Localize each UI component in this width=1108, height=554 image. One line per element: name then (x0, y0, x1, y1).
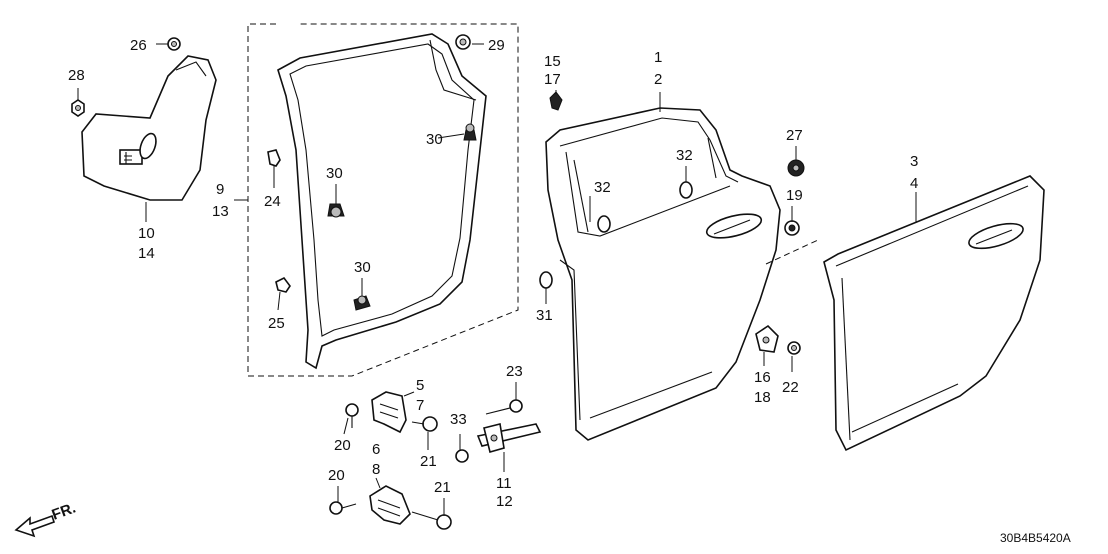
callout-labels: 1 2 3 4 5 6 7 8 9 10 11 12 13 14 15 16 1… (68, 37, 918, 510)
plug-31[interactable] (539, 271, 553, 289)
clip-16-18[interactable] (755, 324, 779, 366)
nut-19[interactable] (784, 220, 800, 236)
clip-30-lower[interactable] (353, 295, 371, 311)
callout-26: 26 (130, 37, 147, 54)
clip-25[interactable] (275, 276, 291, 311)
direction-label: FR. (50, 500, 79, 524)
callout-1: 1 (654, 49, 662, 66)
plug-32-left[interactable] (589, 196, 611, 233)
callout-16: 16 (754, 369, 771, 386)
door-weatherstrip[interactable] (277, 33, 487, 370)
clip-24[interactable] (267, 149, 281, 188)
nut-27[interactable] (787, 159, 805, 177)
callout-6: 6 (372, 441, 380, 458)
callout-30-middle: 30 (326, 165, 343, 182)
plug-32-right[interactable] (679, 181, 693, 199)
callout-33: 33 (450, 411, 467, 428)
callout-10: 10 (138, 225, 155, 242)
bolt-21-lower[interactable] (411, 511, 452, 530)
callout-8: 8 (372, 461, 380, 478)
callout-28: 28 (68, 67, 85, 84)
callout-4: 4 (910, 175, 918, 192)
callout-11: 11 (496, 475, 512, 492)
callout-27: 27 (786, 127, 803, 144)
bolt-20-upper[interactable] (345, 403, 359, 428)
door-outer-skin[interactable] (823, 175, 1045, 452)
callout-22: 22 (782, 379, 799, 396)
upper-hinge[interactable] (371, 391, 415, 434)
door-checker[interactable] (476, 423, 542, 472)
callout-2: 2 (654, 71, 662, 88)
callout-24: 24 (264, 193, 281, 210)
callout-32-left: 32 (594, 179, 611, 196)
callout-13: 13 (212, 203, 229, 220)
weatherstrip-group-frame (234, 23, 519, 377)
callout-25: 25 (268, 315, 285, 332)
bolt-22[interactable] (787, 341, 801, 372)
callout-5: 5 (416, 377, 424, 394)
nut-28[interactable] (71, 88, 85, 117)
grommet-29[interactable] (455, 34, 484, 50)
clip-30-upper[interactable] (463, 123, 477, 141)
callout-18: 18 (754, 389, 771, 406)
callout-31: 31 (536, 307, 553, 324)
callout-3: 3 (910, 153, 918, 170)
callout-21-upper: 21 (420, 453, 437, 470)
front-direction-arrow-icon: FR. (14, 500, 79, 538)
clip-30-middle[interactable] (327, 203, 345, 218)
bolt-23[interactable] (485, 399, 523, 415)
lower-hinge[interactable] (369, 477, 411, 525)
callout-12: 12 (496, 493, 513, 510)
bolt-33[interactable] (455, 434, 469, 463)
door-shell[interactable] (545, 92, 781, 441)
diagram-code: 30B4B5420A (1000, 531, 1071, 545)
callout-32-right: 32 (676, 147, 693, 164)
callout-15: 15 (544, 53, 561, 70)
callout-30-lower: 30 (354, 259, 371, 276)
callout-19: 19 (786, 187, 803, 204)
callout-29: 29 (488, 37, 505, 54)
callout-20-lower: 20 (328, 467, 345, 484)
bolt-21-upper[interactable] (411, 416, 438, 432)
clip-15-17[interactable] (549, 91, 563, 111)
bolt-20-lower[interactable] (329, 501, 357, 515)
inner-door-cover[interactable] (81, 55, 217, 222)
leader-lines (335, 90, 797, 516)
callout-7: 7 (416, 397, 424, 414)
callout-23: 23 (506, 363, 523, 380)
callout-17: 17 (544, 71, 561, 88)
callout-14: 14 (138, 245, 155, 262)
callout-9: 9 (216, 181, 224, 198)
callout-21-lower: 21 (434, 479, 451, 496)
nut-26[interactable] (156, 37, 181, 51)
callout-20-upper: 20 (334, 437, 351, 454)
callout-30-upper: 30 (426, 131, 443, 148)
